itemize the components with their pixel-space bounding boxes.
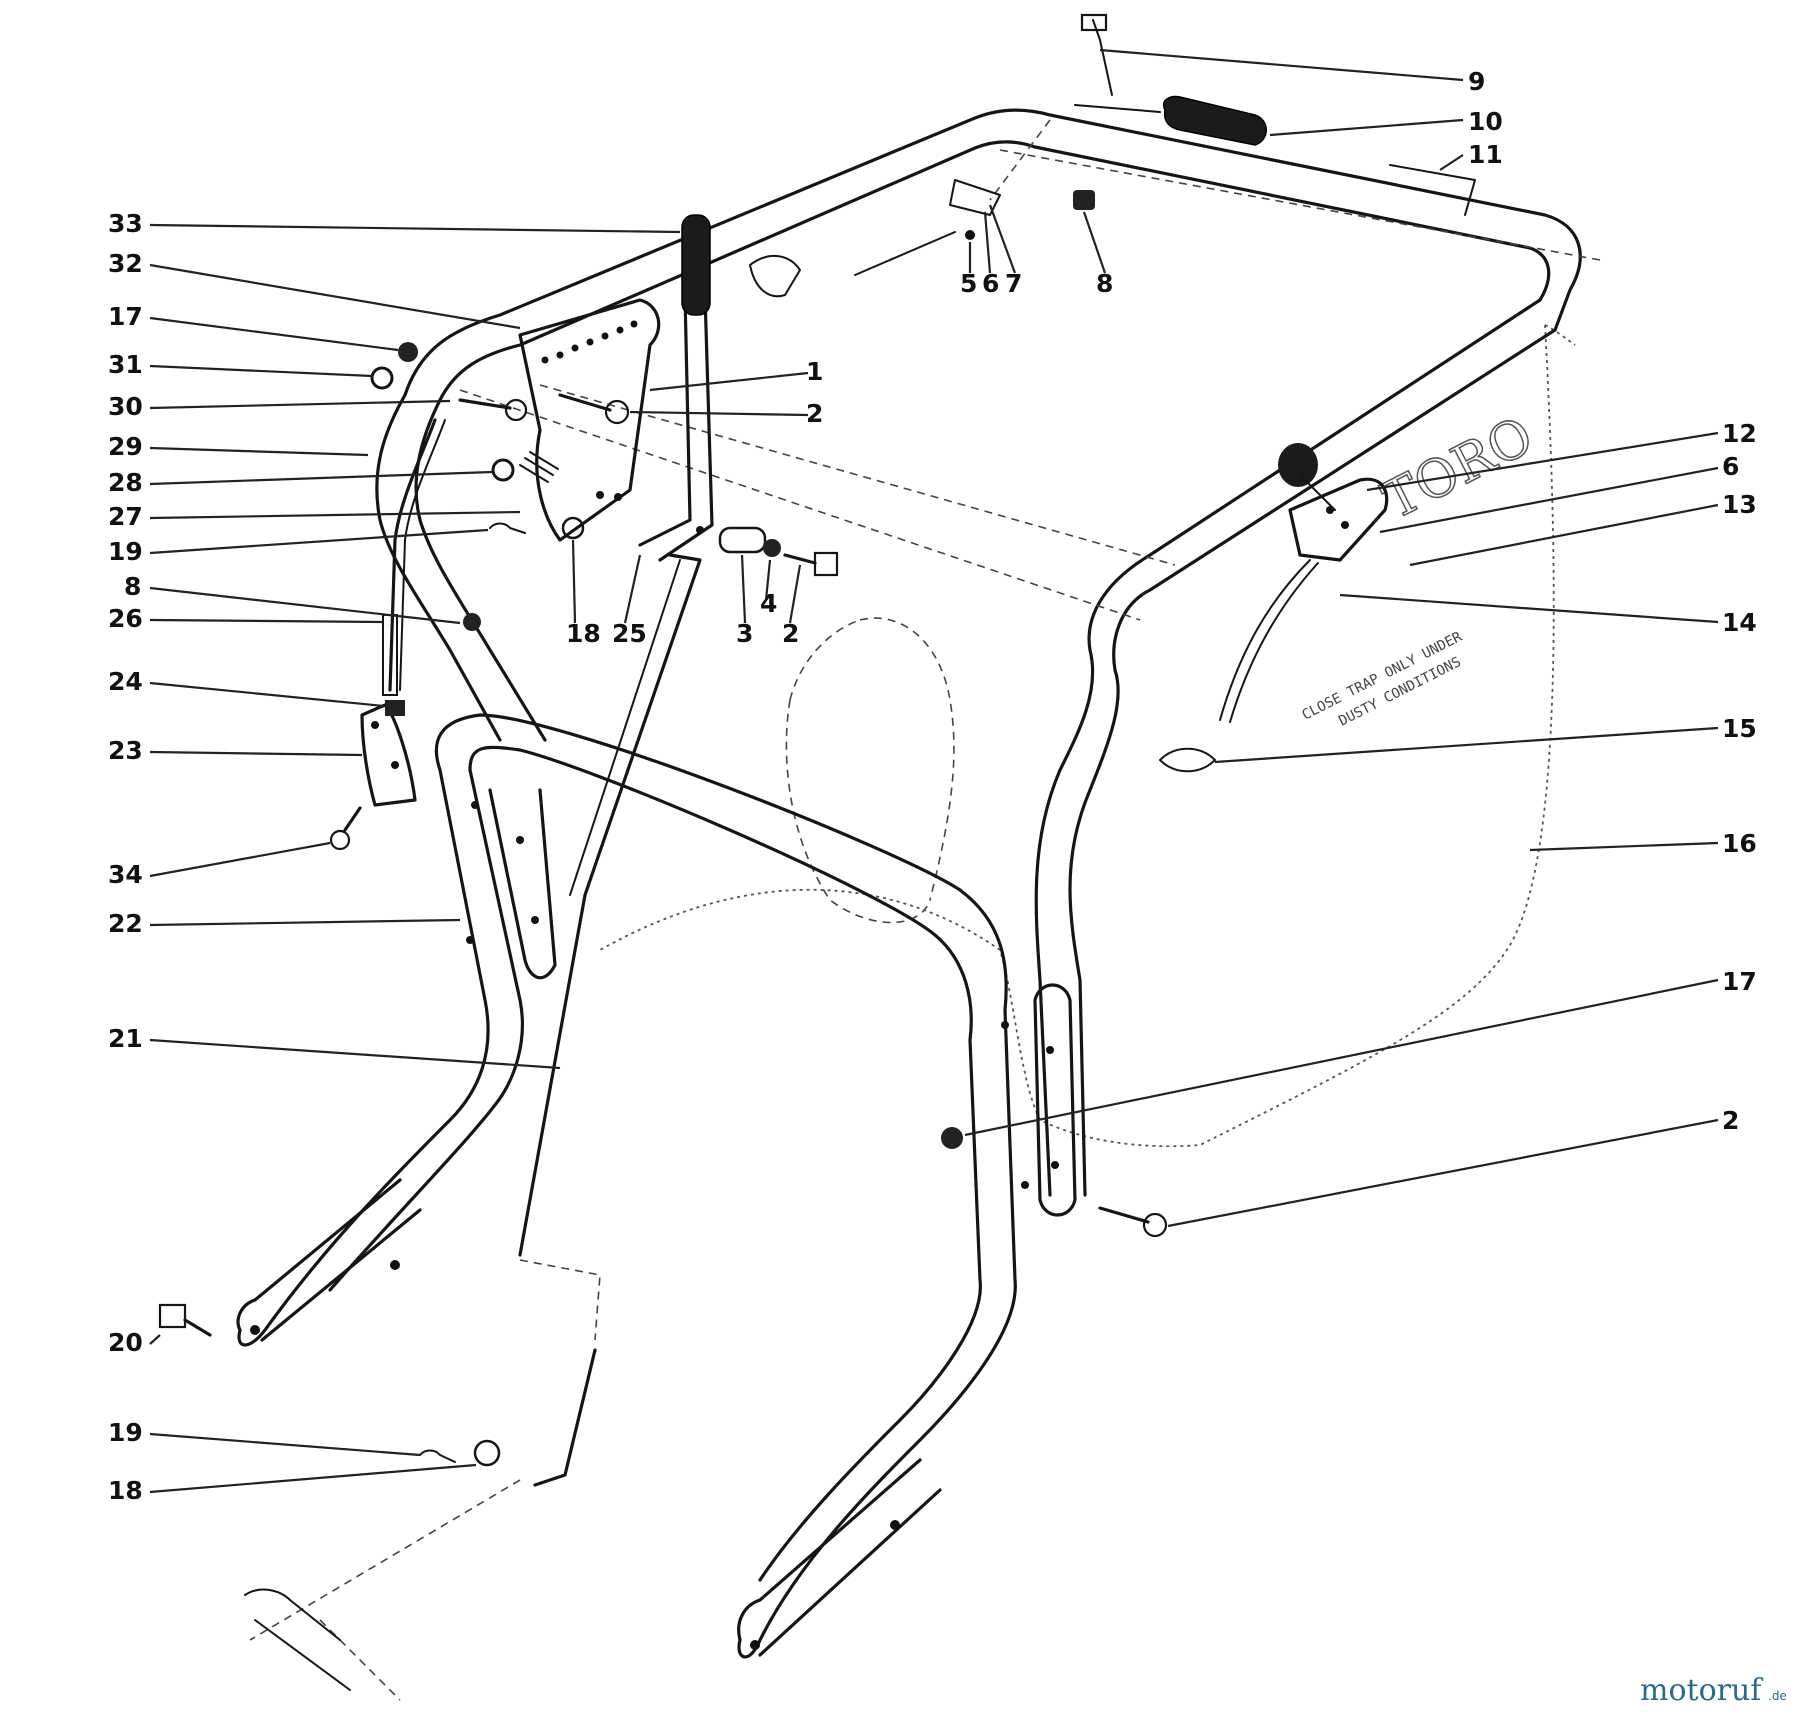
watermark-suffix: .de bbox=[1768, 1689, 1787, 1703]
watermark-brand: motoruf bbox=[1640, 1673, 1763, 1708]
callout-21: 21 bbox=[108, 1024, 143, 1053]
callout-32: 32 bbox=[108, 249, 143, 278]
callout-6-top: 6 bbox=[982, 269, 999, 298]
shift-lever bbox=[638, 214, 714, 562]
throttle-control bbox=[1219, 443, 1389, 723]
throttle-bracket bbox=[360, 703, 417, 807]
callout-4: 4 bbox=[760, 589, 777, 618]
control-rod bbox=[244, 553, 702, 1701]
brand-mark: TORO bbox=[1374, 406, 1543, 532]
callout-16: 16 bbox=[1722, 829, 1757, 858]
callout-23: 23 bbox=[108, 736, 143, 765]
callout-34: 34 bbox=[108, 860, 143, 889]
callout-3: 3 bbox=[736, 619, 753, 648]
callout-13: 13 bbox=[1722, 490, 1757, 519]
callout-25: 25 bbox=[612, 619, 647, 648]
callout-19-lower: 19 bbox=[108, 1418, 143, 1447]
grass-bag: CLOSE TRAP ONLY UNDER DUSTY CONDITIONS T… bbox=[599, 324, 1576, 1148]
callout-14: 14 bbox=[1722, 608, 1757, 637]
callout-27: 27 bbox=[108, 502, 143, 531]
callout-17-left: 17 bbox=[108, 302, 143, 331]
callout-31: 31 bbox=[108, 350, 143, 379]
callout-18-lower: 18 bbox=[108, 1476, 143, 1505]
callout-22: 22 bbox=[108, 909, 143, 938]
callout-2-plate: 2 bbox=[806, 399, 823, 428]
watermark: motoruf .de bbox=[1640, 1673, 1787, 1708]
callout-2-spacer: 2 bbox=[782, 619, 799, 648]
callout-11: 11 bbox=[1468, 140, 1503, 169]
side-brackets bbox=[488, 788, 1077, 1217]
callout-7: 7 bbox=[1005, 269, 1022, 298]
callout-6-right: 6 bbox=[1722, 452, 1739, 481]
callout-8-left: 8 bbox=[124, 572, 141, 601]
callout-30: 30 bbox=[108, 392, 143, 421]
leader-lines bbox=[149, 48, 1719, 1494]
callout-1: 1 bbox=[806, 357, 823, 386]
callout-5: 5 bbox=[960, 269, 977, 298]
callout-10: 10 bbox=[1468, 107, 1503, 136]
callout-29: 29 bbox=[108, 432, 143, 461]
callout-26: 26 bbox=[108, 604, 143, 633]
lever-grip bbox=[681, 214, 711, 316]
lower-handle bbox=[236, 713, 1029, 1659]
callout-24: 24 bbox=[108, 667, 143, 696]
callout-8-top: 8 bbox=[1096, 269, 1113, 298]
callout-15: 15 bbox=[1722, 714, 1757, 743]
bag-notice-text: CLOSE TRAP ONLY UNDER DUSTY CONDITIONS bbox=[1300, 629, 1465, 730]
fasteners bbox=[158, 13, 1476, 1467]
callout-17-right: 17 bbox=[1722, 967, 1757, 996]
callout-28: 28 bbox=[108, 468, 143, 497]
callout-12: 12 bbox=[1722, 419, 1757, 448]
callout-18-upper: 18 bbox=[566, 619, 601, 648]
callout-9: 9 bbox=[1468, 67, 1485, 96]
callout-20: 20 bbox=[108, 1328, 143, 1357]
callout-labels: 9 10 11 33 32 17 31 30 29 28 27 19 8 26 … bbox=[108, 67, 1757, 1505]
callout-2-lower: 2 bbox=[1722, 1106, 1739, 1135]
top-grip bbox=[1163, 95, 1267, 146]
callout-33: 33 bbox=[108, 209, 143, 238]
callout-19-left: 19 bbox=[108, 537, 143, 566]
